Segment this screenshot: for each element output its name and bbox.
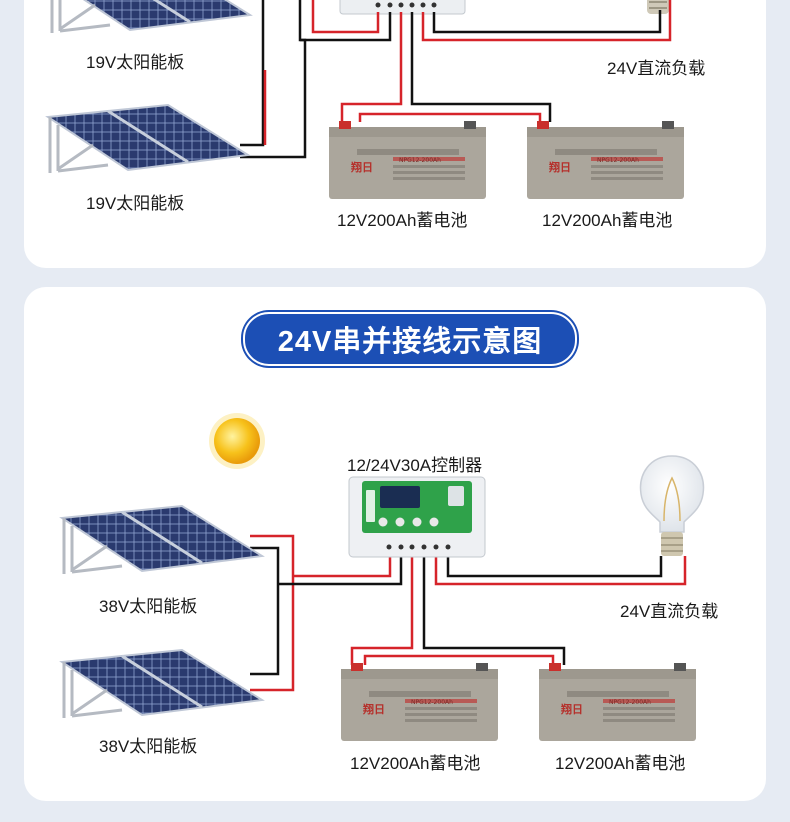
solar-panel-icon	[46, 103, 250, 175]
battery-icon: 翔日 NPG12-200Ah	[527, 121, 684, 199]
controller-icon	[339, 0, 466, 15]
top-panel-label-2: 19V太阳能板	[86, 194, 185, 213]
light-bulb-icon	[639, 455, 705, 556]
section-title: 24V串并接线示意图	[243, 312, 577, 366]
sun-icon	[209, 413, 265, 469]
top-battery-label-1: 12V200Ah蓄电池	[337, 211, 468, 230]
battery-model-text: NPG12-200Ah	[399, 157, 441, 164]
battery-icon: 翔日 NPG12-200Ah	[341, 663, 498, 741]
controller-icon	[348, 476, 486, 558]
bottom-battery-label-1: 12V200Ah蓄电池	[350, 754, 481, 773]
bottom-battery-label-2: 12V200Ah蓄电池	[555, 754, 686, 773]
battery-icon: 翔日 NPG12-200Ah	[329, 121, 486, 199]
bottom-panel-label-2: 38V太阳能板	[99, 737, 198, 756]
battery-model-text: NPG12-200Ah	[411, 699, 453, 706]
solar-panel-icon	[60, 648, 264, 720]
solar-panel-icon	[60, 504, 264, 576]
battery-brand-text: 翔日	[362, 702, 385, 716]
controller-label: 12/24V30A控制器	[347, 456, 483, 475]
battery-brand-text: 翔日	[548, 160, 571, 174]
light-bulb-icon	[647, 0, 669, 14]
top-panel-label-1: 19V太阳能板	[86, 53, 185, 72]
battery-brand-text: 翔日	[560, 702, 583, 716]
battery-model-text: NPG12-200Ah	[609, 699, 651, 706]
bottom-panel-label-1: 38V太阳能板	[99, 597, 198, 616]
solar-panel-icon	[48, 0, 252, 35]
top-load-label: 24V直流负载	[607, 59, 706, 78]
battery-brand-text: 翔日	[350, 160, 373, 174]
battery-model-text: NPG12-200Ah	[597, 157, 639, 164]
bottom-load-label: 24V直流负载	[620, 602, 719, 621]
top-battery-label-2: 12V200Ah蓄电池	[542, 211, 673, 230]
battery-icon: 翔日 NPG12-200Ah	[539, 663, 696, 741]
